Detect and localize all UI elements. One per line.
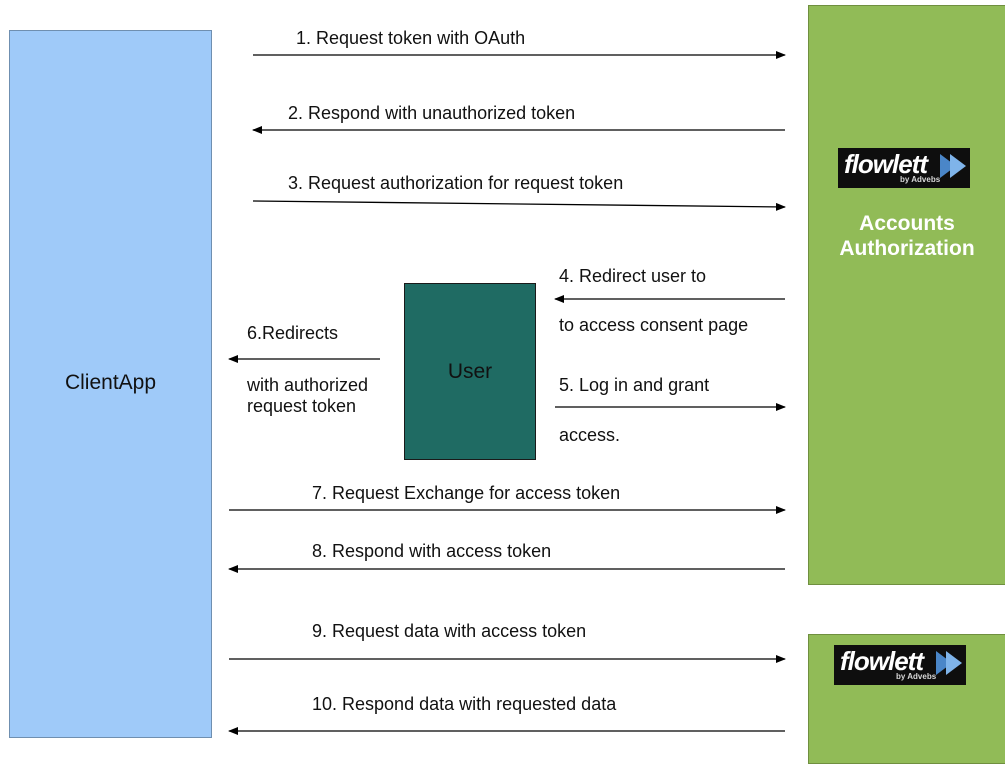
data-server-box: flowlett by Advebs — [808, 634, 1005, 764]
step-3-label: 3. Request authorization for request tok… — [288, 173, 624, 193]
logo-chevron-icon — [946, 651, 962, 675]
user-label: User — [447, 360, 493, 383]
auth-server-title: Accounts Authorization — [809, 211, 1005, 261]
step-6-label-line1: 6.Redirects — [247, 323, 339, 343]
accounts-authorization-box: flowlett by Advebs Accounts Authorizatio… — [808, 5, 1005, 585]
logo-brand-text: flowlett — [840, 646, 924, 676]
step-1-label: 1. Request token with OAuth — [296, 28, 526, 48]
logo-chevron-icon — [950, 154, 966, 178]
step-6-label-line3: request token — [247, 396, 357, 416]
step-10-label: 10. Respond data with requested data — [312, 694, 617, 714]
arrow-step-3 — [252, 200, 786, 211]
step-9-label: 9. Request data with access token — [312, 621, 587, 641]
step-4-label-line1: 4. Redirect user to — [559, 266, 707, 286]
logo-sub-text: by Advebs — [900, 175, 941, 184]
flowlett-logo: flowlett by Advebs — [838, 148, 970, 188]
auth-title-line2: Authorization — [839, 237, 975, 260]
step-2-label: 2. Respond with unauthorized token — [288, 103, 576, 123]
client-app-box: ClientApp — [9, 30, 212, 738]
step-6-label-line2: with authorized — [247, 375, 369, 395]
step-7-label: 7. Request Exchange for access token — [312, 483, 621, 503]
user-box: User — [404, 283, 536, 460]
step-5-label-line1: 5. Log in and grant — [559, 375, 710, 395]
logo-brand-text: flowlett — [844, 149, 928, 179]
step-5-label-line2: access. — [559, 425, 621, 445]
client-app-label: ClientApp — [64, 371, 157, 394]
flowlett-logo: flowlett by Advebs — [834, 645, 966, 685]
step-4-label-line2: to access consent page — [559, 315, 749, 335]
auth-title-line1: Accounts — [859, 212, 955, 235]
step-8-label: 8. Respond with access token — [312, 541, 552, 561]
logo-sub-text: by Advebs — [896, 672, 937, 681]
